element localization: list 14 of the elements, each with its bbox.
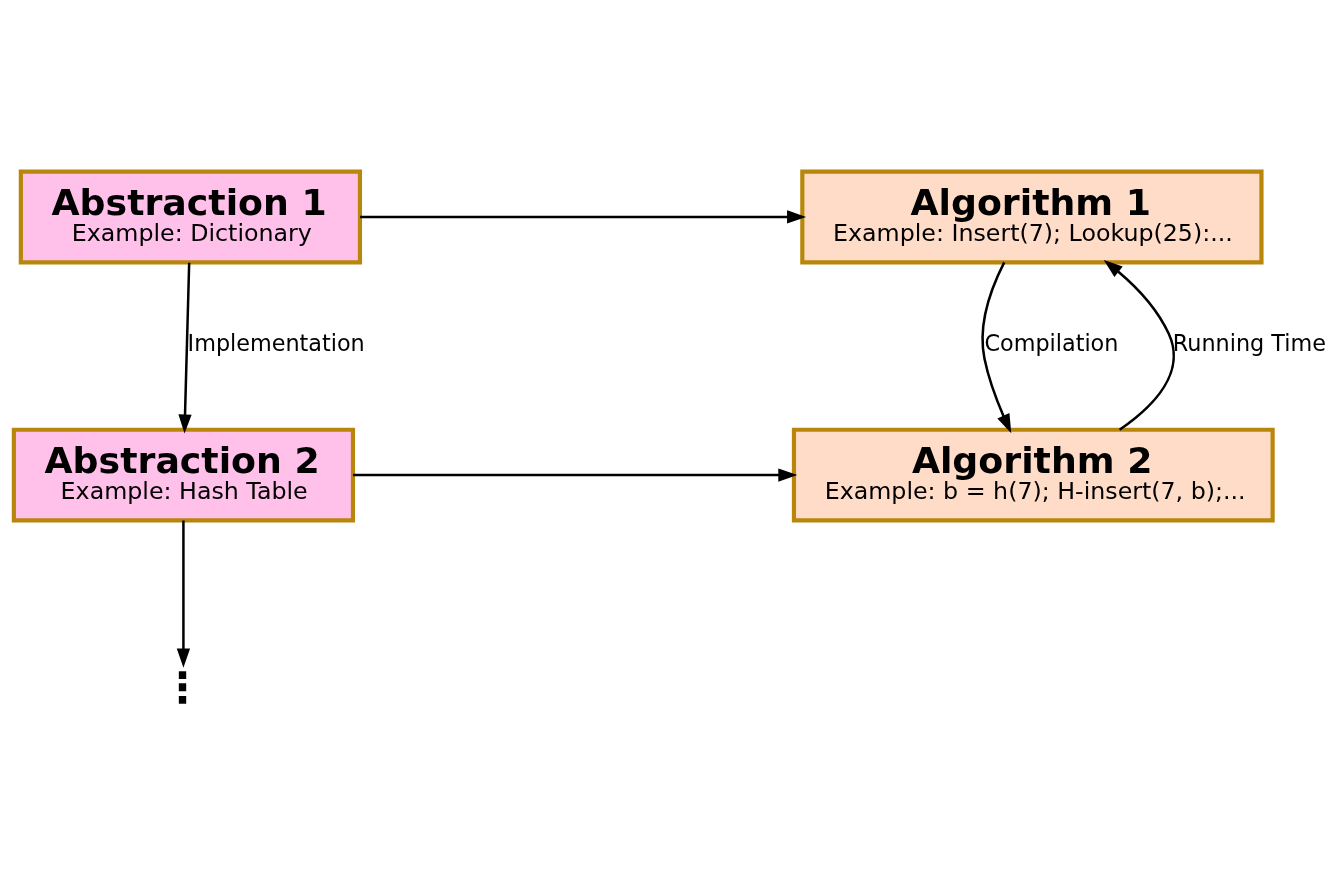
node-text: ⋮ (161, 662, 204, 712)
arrow (360, 209, 807, 224)
arrow (981, 261, 1012, 433)
arrow (1103, 259, 1175, 431)
node-box: Algorithm 2 Example: b = h(7); H-insert(7, b);... (791, 427, 1275, 523)
node-box: Algorithm 1 Example: Insert(7); Lookup(25):... (800, 169, 1264, 264)
arrow (178, 262, 192, 434)
edge-label: Implementation (187, 329, 365, 356)
arrow (353, 467, 798, 482)
node-box: Abstraction 1 Example: Dictionary (18, 169, 363, 264)
arrow (176, 520, 191, 668)
edge-label: Compilation (984, 329, 1119, 356)
edge-label: Running Time (1172, 329, 1326, 356)
node-box: Abstraction 2 Example: Hash Table (11, 427, 356, 523)
